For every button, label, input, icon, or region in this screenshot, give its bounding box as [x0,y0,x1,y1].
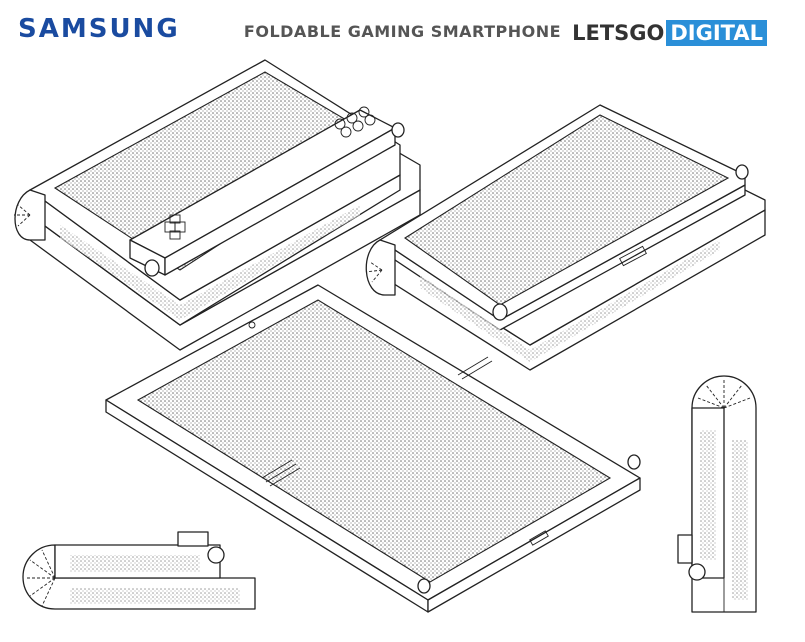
samsung-brand-logo: SAMSUNG [18,14,180,44]
letsgodigital-logo: LETSGO DIGITAL [572,20,767,46]
logo-part-digital: DIGITAL [666,20,767,46]
center-hinge-marks [261,356,493,487]
dpad-icon [164,214,186,240]
figure-side-view-vertical [677,375,757,613]
figure-folded-with-controller [14,59,421,351]
figure-unfolded [105,284,641,613]
figure-side-view-horizontal [22,531,256,610]
logo-part-letsgo: LETSGO [572,21,665,45]
action-buttons-icon [334,106,376,138]
page-title: FOLDABLE GAMING SMARTPHONE [243,22,562,41]
figure-folded [365,104,766,371]
